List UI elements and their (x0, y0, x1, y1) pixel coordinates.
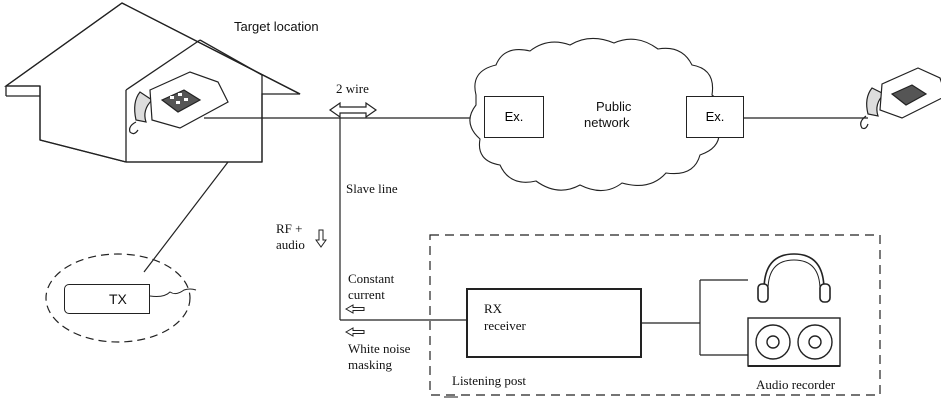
receiver-label-line1: RX (484, 301, 503, 316)
white-noise-label-line1: White noise (348, 341, 411, 356)
two-wire-label: 2 wire (336, 81, 369, 96)
tape-recorder-icon (747, 317, 841, 367)
telephone-icon (129, 71, 229, 135)
constant-current-label-line2: current (348, 287, 385, 302)
rf-audio-label-line2: audio (276, 237, 305, 252)
audio-recorder-label: Audio recorder (756, 377, 836, 392)
left-arrow-icon (344, 304, 365, 314)
target-location-label: Target location (234, 19, 319, 34)
white-noise-label-line2: masking (348, 357, 393, 372)
down-arrow-icon (315, 229, 327, 248)
slave-line-label: Slave line (346, 181, 398, 196)
listening-post-label: Listening post (452, 373, 527, 388)
public-network-label-line1: Public (596, 99, 632, 114)
exchange-right-label: Ex. (705, 109, 725, 124)
telephone-icon (860, 67, 941, 130)
house-icon (3, 2, 301, 163)
receiver-label-line2: receiver (484, 318, 526, 333)
transmitter-box: TX (64, 284, 150, 314)
rf-audio-label-line1: RF + (276, 221, 303, 236)
exchange-box-right: Ex. (686, 96, 744, 138)
receiver-box: RX receiver (466, 288, 642, 358)
bidirectional-arrow-icon (328, 101, 378, 119)
left-arrow-icon (344, 327, 365, 337)
headphones-icon (757, 253, 831, 303)
exchange-box-left: Ex. (484, 96, 544, 138)
transmitter-label: TX (109, 291, 127, 307)
public-network-label-line2: network (584, 115, 630, 130)
constant-current-label-line1: Constant (348, 271, 395, 286)
exchange-left-label: Ex. (504, 109, 524, 124)
